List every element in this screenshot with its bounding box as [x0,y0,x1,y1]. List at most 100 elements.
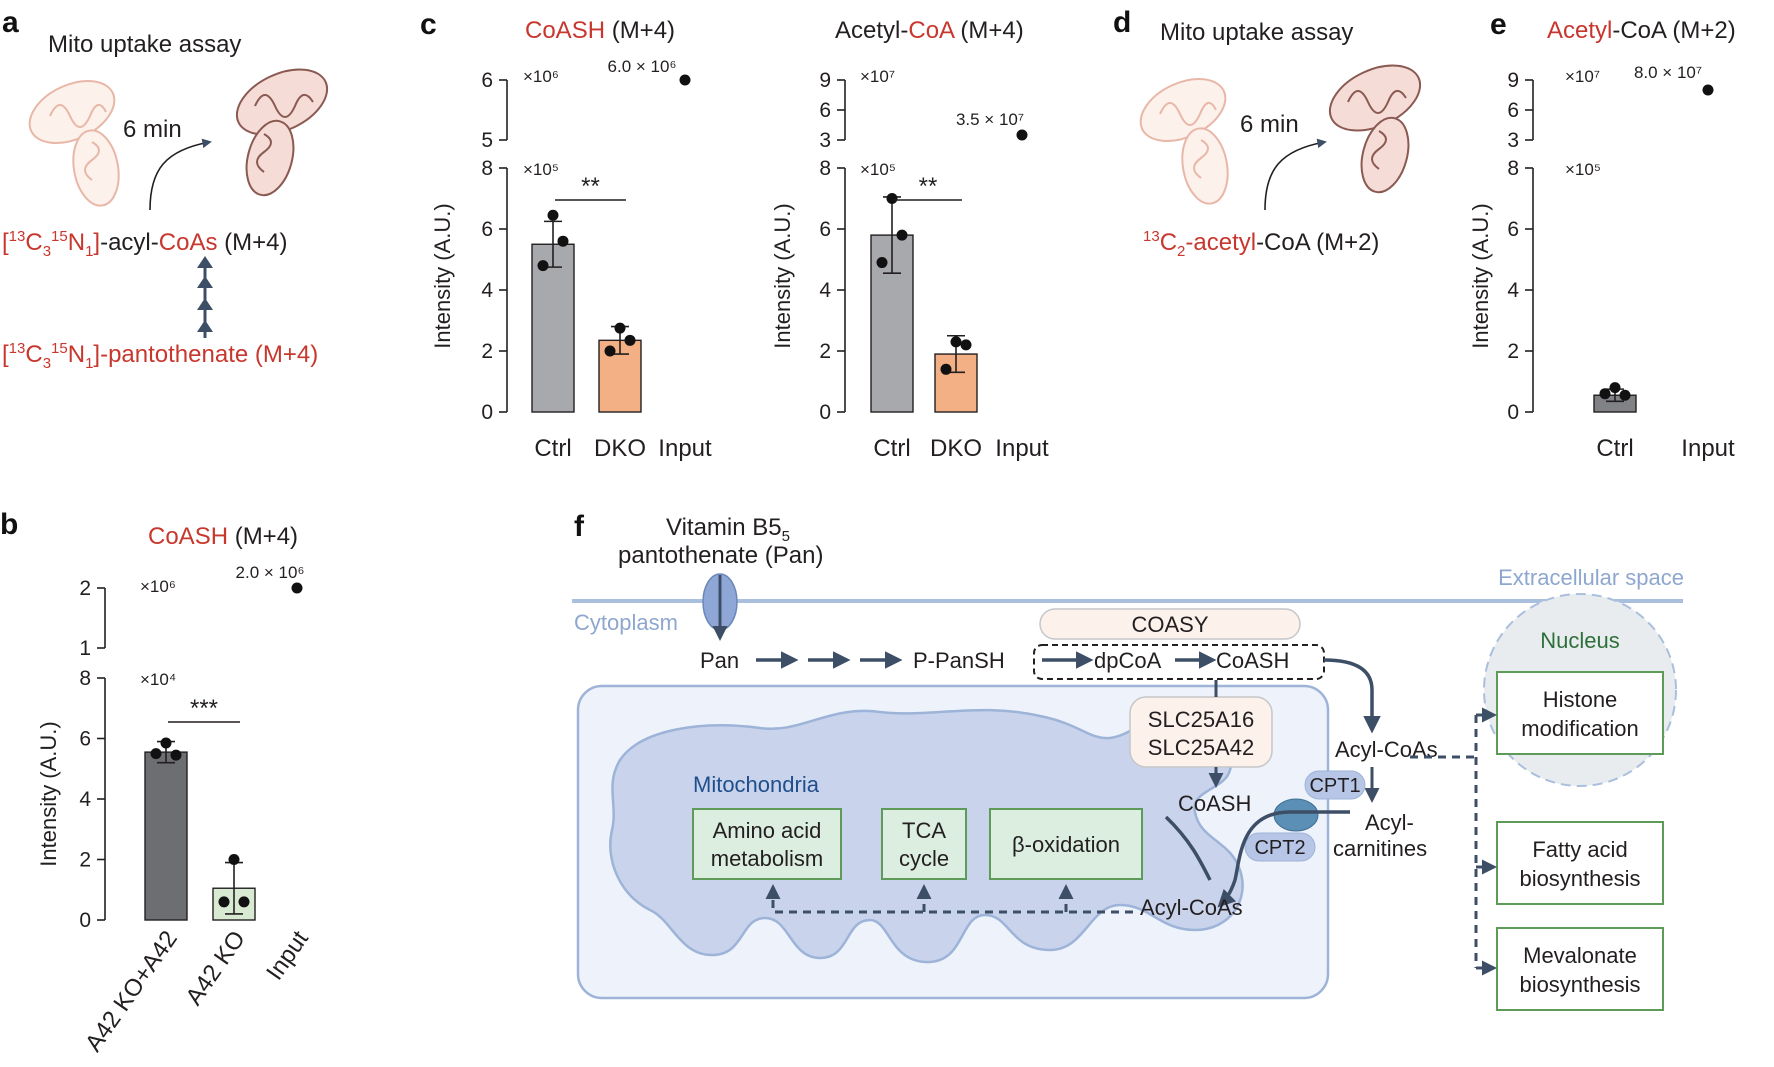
chart-title: CoASH (M+4) [525,17,675,44]
x-tick-label: Ctrl [534,435,571,462]
y-tick-label-upper: 3 [819,129,831,152]
input-point [1016,129,1028,141]
nucleus-label: Nucleus [1540,628,1619,653]
mito-acylcoa-distribution [765,884,1133,914]
vitamin-label: Vitamin B55 [666,514,790,545]
data-point [170,749,182,761]
input-point-label: 2.0 × 10⁶ [236,563,305,582]
acylcarnitine-label-2: carnitines [1333,836,1427,861]
slc25a42-label: SLC25A42 [1148,735,1254,760]
y-tick-label-upper: 6 [481,69,493,92]
y-axis-label: Intensity (A.U.) [1468,203,1493,348]
data-point [604,345,616,357]
mitochondria-label: Mitochondria [693,772,820,797]
tca-label-1: TCA [902,818,946,843]
mitochondria-before-icon [28,80,120,207]
lower-multiplier: ×10⁴ [140,670,176,689]
cpt1-pill [1304,770,1366,800]
upper-multiplier: ×10⁷ [1565,67,1600,86]
cpt1-label: CPT1 [1309,775,1360,797]
data-point [238,896,250,908]
coash-to-acylcoa-arrow [1323,658,1381,734]
y-tick-label: 0 [1507,401,1519,424]
x-tick-label: Ctrl [873,435,910,462]
y-tick-label-upper: 3 [1507,129,1519,152]
lower-multiplier: ×10⁵ [860,160,896,179]
significance-label: ** [581,173,600,200]
upper-multiplier: ×10⁶ [523,67,559,86]
data-point [960,339,972,351]
panel-f-label: f [574,510,585,543]
y-tick-label-upper: 6 [819,99,831,122]
fatty-acid-label-1: Fatty acid [1532,837,1627,862]
uptake-arrow [149,138,212,211]
mitochondria-before-icon-d [1139,78,1229,205]
ppansh-label: P-PanSH [913,648,1005,673]
y-tick-label: 8 [481,157,493,180]
panel-f: f Vitamin B55 pantothenate (Pan) Extrace… [572,510,1684,1011]
pan-label: Pan [700,648,739,673]
slc25a16-label: SLC25A16 [1148,707,1254,732]
input-point [291,582,303,594]
slc-transporter-box [1129,696,1273,768]
x-tick-label: Ctrl [1596,435,1633,462]
x-tick-label: A42 KO [181,926,251,1010]
y-tick-label: 6 [819,218,831,241]
chart-title: CoASH (M+4) [148,523,298,550]
y-axis-label: Intensity (A.U.) [36,721,61,866]
coash-to-acylcoa-line [1164,815,1212,881]
y-tick-label: 4 [481,279,493,302]
panel-e-label: e [1490,8,1507,41]
uptake-arrow-d [1264,138,1327,211]
y-tick-label-upper: 1 [79,637,91,660]
chart-c2: Acetyl-CoA (M+4)02468369×10⁵×10⁷Intensit… [770,17,1049,462]
data-point [557,235,569,247]
y-tick-label-upper: 9 [819,69,831,92]
data-point [950,336,962,348]
acylcoas-mito-label: Acyl-CoAs [1140,895,1243,920]
y-tick-label-upper: 5 [481,129,493,152]
acylcarnitine-label-1: Acyl- [1365,810,1414,835]
amino-acid-metabolism-box [692,808,842,880]
tca-cycle-box [881,808,967,880]
panel-a-time: 6 min [123,116,182,143]
y-tick-label: 8 [79,667,91,690]
data-point [228,854,240,865]
extracellular-label: Extracellular space [1498,565,1684,590]
y-tick-label: 0 [481,401,493,424]
data-point [547,209,559,221]
mitochondria-after-icon [235,68,329,197]
x-tick-label: A42 KO+A42 [80,926,183,1057]
data-point [624,334,636,346]
tca-label-2: cycle [899,846,949,871]
x-tick-label: DKO [930,435,982,462]
y-tick-label: 4 [79,788,91,811]
dpcoa-label: dpCoA [1094,648,1162,673]
y-tick-label: 4 [819,279,831,302]
x-tick-label: Input [1681,435,1735,462]
lower-multiplier: ×10⁵ [523,160,559,179]
panel-a: a Mito uptake assay 6 min [13C315N1]-acy… [2,6,329,372]
panel-d: d Mito uptake assay 6 min 13C2-acetyl-Co… [1113,6,1422,260]
data-point [896,229,908,241]
fatty-acid-box [1496,821,1664,905]
coasy-label: COASY [1131,612,1208,637]
bar-0 [144,751,188,921]
histone-label-2: modification [1521,716,1638,741]
carnitine-transporter-icon [1273,798,1319,832]
data-point [876,257,888,269]
data-point [537,260,549,272]
y-tick-label: 6 [481,218,493,241]
y-tick-label-upper: 6 [1507,99,1519,122]
y-tick-label: 4 [1507,279,1519,302]
y-axis-label: Intensity (A.U.) [770,203,795,348]
y-tick-label: 6 [1507,218,1519,241]
y-axis-label: Intensity (A.U.) [430,203,455,348]
coasy-dashed-box [1033,644,1325,680]
y-tick-label-upper: 2 [79,577,91,600]
beta-oxidation-label: β-oxidation [1012,832,1120,857]
x-tick-label: Input [658,435,712,462]
